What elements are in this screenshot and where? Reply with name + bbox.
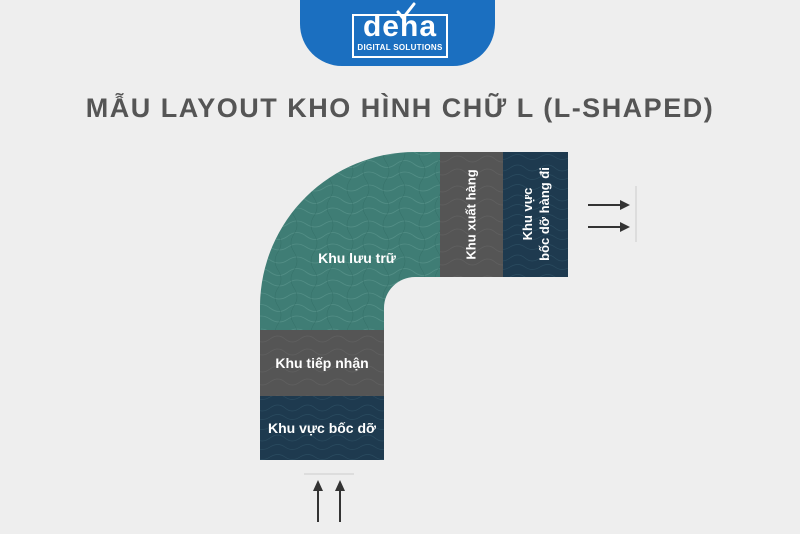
shipping-zone bbox=[440, 152, 503, 277]
inbound-dock-zone-label: Khu vực bốc dỡ bbox=[268, 420, 376, 436]
page-title: MẪU LAYOUT KHO HÌNH CHỮ L (L-SHAPED) bbox=[85, 93, 715, 123]
right-arrows-icon bbox=[588, 186, 637, 242]
up-arrows-icon bbox=[304, 473, 354, 522]
receiving-zone-label: Khu tiếp nhận bbox=[275, 355, 369, 371]
outbound-dock-zone-label: Khu vực bốc dỡ hàng đi bbox=[520, 167, 552, 261]
storage-zone bbox=[260, 152, 440, 330]
logo-subtitle: DIGITAL SOLUTIONS bbox=[357, 43, 443, 52]
shipping-zone-label: Khu xuất hàng bbox=[463, 169, 479, 260]
inbound-dock-zone bbox=[260, 396, 384, 460]
storage-zone-label: Khu lưu trữ bbox=[318, 250, 396, 266]
outbound-dock-zone bbox=[503, 152, 568, 277]
receiving-zone bbox=[260, 330, 384, 396]
